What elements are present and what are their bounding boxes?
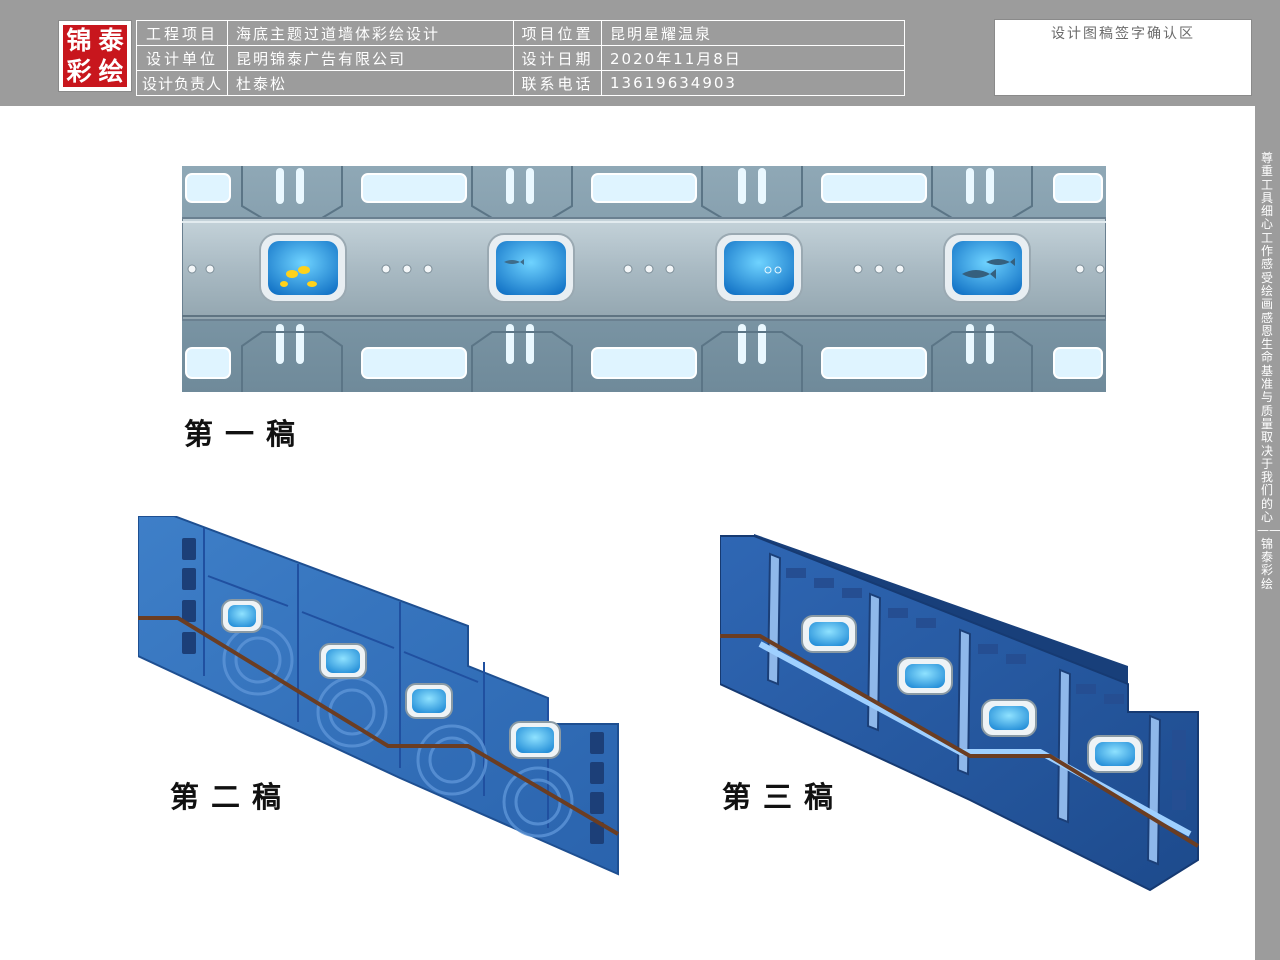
draft-1-caption: 第一稿 xyxy=(184,417,308,451)
info-row: 工程项目 海底主题过道墙体彩绘设计 项目位置 昆明星耀温泉 xyxy=(136,20,905,46)
rivets xyxy=(187,264,1105,274)
label-design-date: 设计日期 xyxy=(513,45,602,71)
label-project: 工程项目 xyxy=(136,20,228,46)
signature-box[interactable]: 设计图稿签字确认区 xyxy=(994,19,1252,96)
draft-1-artwork xyxy=(182,166,1106,392)
side-vents xyxy=(182,538,604,844)
draft-3-artwork xyxy=(720,534,1200,892)
portholes xyxy=(221,599,561,759)
label-location: 项目位置 xyxy=(513,20,602,46)
value-design-unit: 昆明锦泰广告有限公司 xyxy=(227,45,514,71)
porthole-3 xyxy=(715,233,803,303)
logo-char-2: 泰 xyxy=(98,26,124,55)
company-logo: 锦 泰 彩 绘 xyxy=(58,20,132,92)
porthole-4 xyxy=(943,233,1031,303)
info-row: 设计负责人 杜泰松 联系电话 13619634903 xyxy=(136,70,905,96)
value-location: 昆明星耀温泉 xyxy=(601,20,905,46)
label-designer: 设计负责人 xyxy=(136,70,228,96)
logo-char-3: 彩 xyxy=(66,57,92,86)
signature-box-title: 设计图稿签字确认区 xyxy=(1051,26,1195,42)
handrail xyxy=(720,634,1200,848)
light-strip xyxy=(758,641,1192,837)
vertical-slogan: 尊重工具 细心工作 感受绘画 感恩生命 基准与质量取决于我们的心——锦泰彩绘 xyxy=(1257,151,1280,591)
portholes xyxy=(801,615,1143,773)
value-designer: 杜泰松 xyxy=(227,70,514,96)
label-phone: 联系电话 xyxy=(513,70,602,96)
draft-2-artwork xyxy=(138,516,620,876)
porthole-1 xyxy=(259,233,347,303)
handrail xyxy=(138,616,620,836)
value-phone: 13619634903 xyxy=(601,70,905,96)
draft-3-caption: 第三稿 xyxy=(722,780,846,814)
glow-panels-top xyxy=(185,168,1103,204)
project-info-table: 工程项目 海底主题过道墙体彩绘设计 项目位置 昆明星耀温泉 设计单位 昆明锦泰广… xyxy=(136,20,905,96)
logo-char-4: 绘 xyxy=(98,57,124,86)
value-design-date: 2020年11月8日 xyxy=(601,45,905,71)
info-row: 设计单位 昆明锦泰广告有限公司 设计日期 2020年11月8日 xyxy=(136,45,905,71)
logo-char-1: 锦 xyxy=(66,26,92,55)
glow-panels-bottom xyxy=(185,324,1103,379)
porthole-2 xyxy=(487,233,575,303)
draft-2-caption: 第二稿 xyxy=(170,780,294,814)
logo-seal: 锦 泰 彩 绘 xyxy=(63,25,127,87)
wall-tiles xyxy=(786,568,1186,810)
value-project: 海底主题过道墙体彩绘设计 xyxy=(227,20,514,46)
side-strip xyxy=(1255,106,1280,960)
label-design-unit: 设计单位 xyxy=(136,45,228,71)
